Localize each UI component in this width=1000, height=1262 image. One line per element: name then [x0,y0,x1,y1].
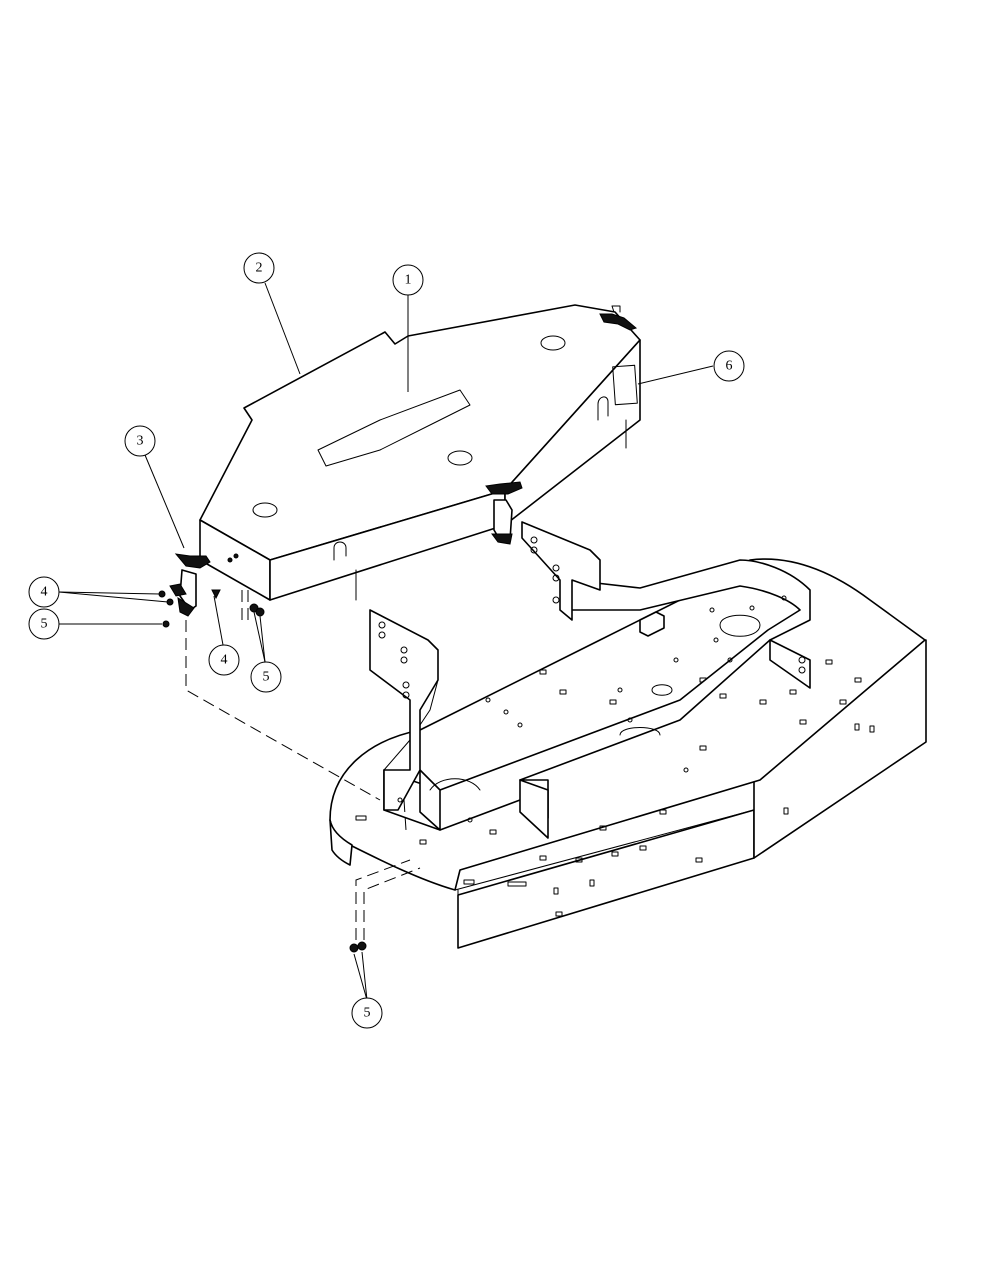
callout-3: 3 [124,425,156,457]
alignment-lines [185,590,421,940]
leader-lines [58,282,714,1001]
callout-4b: 4 [208,644,240,676]
decal-panel [317,389,471,467]
deck-cover [199,304,641,601]
callout-2: 2 [243,252,275,284]
callout-6-label: 6 [726,359,733,374]
callout-6: 6 [713,350,745,382]
callout-5a: 5 [28,608,60,640]
callout-2-label: 2 [256,261,263,276]
callout-3-label: 3 [137,434,144,449]
callout-4a: 4 [28,576,60,608]
callout-4a-label: 4 [41,585,48,600]
hardware [158,553,367,953]
callout-4b-label: 4 [221,653,228,668]
callout-1: 1 [392,264,424,296]
belt-guard-frame [369,521,811,839]
callout-5b-label: 5 [263,670,270,685]
deck-slots [355,659,875,917]
mounting-bracket [639,611,665,637]
callout-5c: 5 [351,997,383,1029]
callout-5a-label: 5 [41,617,48,632]
t-handle-latch [169,305,638,617]
callout-5b: 5 [250,661,282,693]
callout-5c-label: 5 [364,1006,371,1021]
callout-1-label: 1 [405,273,412,288]
